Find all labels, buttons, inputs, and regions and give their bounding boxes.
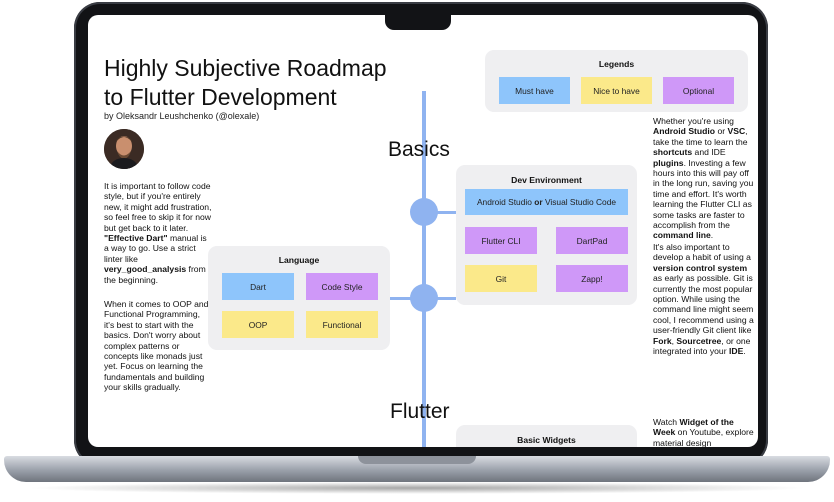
- right-p1-text: . Investing a few hours into this will p…: [653, 157, 754, 231]
- android-studio-bold: Android Studio: [653, 126, 716, 137]
- laptop-base-lip: [358, 456, 476, 464]
- roadmap-spine: [422, 91, 426, 447]
- legend-nice-to-have: Nice to have: [581, 77, 652, 104]
- title-line-2: to Flutter Development: [104, 84, 337, 110]
- right-p3-text: Watch: [653, 417, 680, 427]
- legends-title: Legends: [598, 59, 635, 69]
- dev-environment-panel: Dev Environment Android Studio or Visual…: [456, 165, 637, 305]
- widget-of-week-paragraph: Watch Widget of the Week on Youtube, exp…: [653, 417, 755, 447]
- widget-of-week-bold[interactable]: Widget of the Week: [653, 417, 734, 438]
- zapp-chip[interactable]: Zapp!: [556, 265, 628, 292]
- basic-widgets-title: Basic Widgets: [517, 435, 576, 445]
- right-p1-text: .: [710, 230, 714, 241]
- very-good-analysis-label: very_good_analysis: [104, 264, 187, 275]
- author-byline: by Oleksandr Leushchenko (@olexale): [104, 111, 260, 121]
- laptop-screen: Highly Subjective Roadmap to Flutter Dev…: [88, 15, 758, 447]
- ide-paragraph: Whether you're using Android Studio or V…: [653, 116, 755, 241]
- right-p2-text: It's also important to develop a habit o…: [653, 242, 751, 263]
- right-p1-text: , take the time to learn the: [653, 126, 748, 147]
- dart-chip[interactable]: Dart: [222, 273, 294, 300]
- connector-dev-environment: [424, 211, 456, 214]
- right-p2-text: , or one integrated into your: [653, 335, 751, 357]
- section-heading-flutter: Flutter: [390, 400, 450, 423]
- vsc-bold: VSC: [727, 126, 746, 137]
- author-avatar: [104, 129, 144, 169]
- effective-dart-link[interactable]: "Effective Dart": [104, 233, 168, 244]
- oop-chip[interactable]: OOP: [222, 311, 294, 338]
- or-label: or: [531, 197, 545, 207]
- dev-environment-title: Dev Environment: [511, 175, 582, 185]
- roadmap-node-basics[interactable]: [410, 198, 438, 226]
- legend-must-have: Must have: [499, 77, 570, 104]
- right-p2-text: ,: [671, 335, 677, 346]
- right-p1-text: and IDE: [692, 147, 726, 158]
- code-style-chip[interactable]: Code Style: [306, 273, 378, 300]
- laptop-shadow: [24, 482, 810, 494]
- flutter-cli-chip[interactable]: Flutter CLI: [465, 227, 537, 254]
- vcs-bold: version control system: [653, 262, 748, 273]
- oop-paragraph: When it comes to OOP and Functional Prog…: [104, 299, 209, 393]
- roadmap-node-language[interactable]: [410, 284, 438, 312]
- vscode-label: Visual Studio Code: [544, 197, 617, 207]
- android-studio-label: Android Studio: [476, 197, 532, 207]
- left-p1-text: manual is a way to go. Use a strict lint…: [104, 233, 207, 264]
- right-p3-text: on Youtube, explore material design: [653, 427, 754, 447]
- plugins-bold: plugins: [653, 157, 684, 168]
- language-panel: Language Dart Code Style OOP Functional: [208, 246, 390, 350]
- ide-chip[interactable]: Android Studio or Visual Studio Code: [465, 189, 628, 215]
- author-photo-icon: [104, 129, 144, 169]
- right-p1-text: or: [715, 126, 728, 137]
- sourcetree-bold: Sourcetree: [676, 335, 722, 346]
- dartpad-chip[interactable]: DartPad: [556, 227, 628, 254]
- git-chip[interactable]: Git: [465, 265, 537, 292]
- fork-bold: Fork: [653, 335, 672, 346]
- command-line-bold: command line: [653, 230, 711, 241]
- right-p1-text: Whether you're using: [653, 116, 734, 126]
- left-p1-text: from the beginning.: [104, 264, 206, 285]
- functional-chip[interactable]: Functional: [306, 311, 378, 338]
- right-p2-text: .: [743, 346, 746, 357]
- section-heading-basics: Basics: [388, 138, 450, 161]
- basic-widgets-panel: Basic Widgets: [456, 425, 637, 447]
- legends-panel: Legends Must have Nice to have Optional: [485, 50, 748, 112]
- left-p1-text: It is important to follow code style, bu…: [104, 181, 212, 233]
- vcs-paragraph: It's also important to develop a habit o…: [653, 242, 755, 356]
- ide-bold: IDE: [728, 346, 744, 357]
- right-p2-text: as early as possible. Git is currently t…: [653, 273, 754, 336]
- title-line-1: Highly Subjective Roadmap: [104, 55, 387, 81]
- page-title: Highly Subjective Roadmap to Flutter Dev…: [104, 54, 404, 112]
- language-title: Language: [278, 255, 320, 265]
- code-style-paragraph: It is important to follow code style, bu…: [104, 181, 212, 285]
- camera-notch: [385, 8, 451, 30]
- shortcuts-bold: shortcuts: [653, 147, 693, 158]
- legend-optional: Optional: [663, 77, 734, 104]
